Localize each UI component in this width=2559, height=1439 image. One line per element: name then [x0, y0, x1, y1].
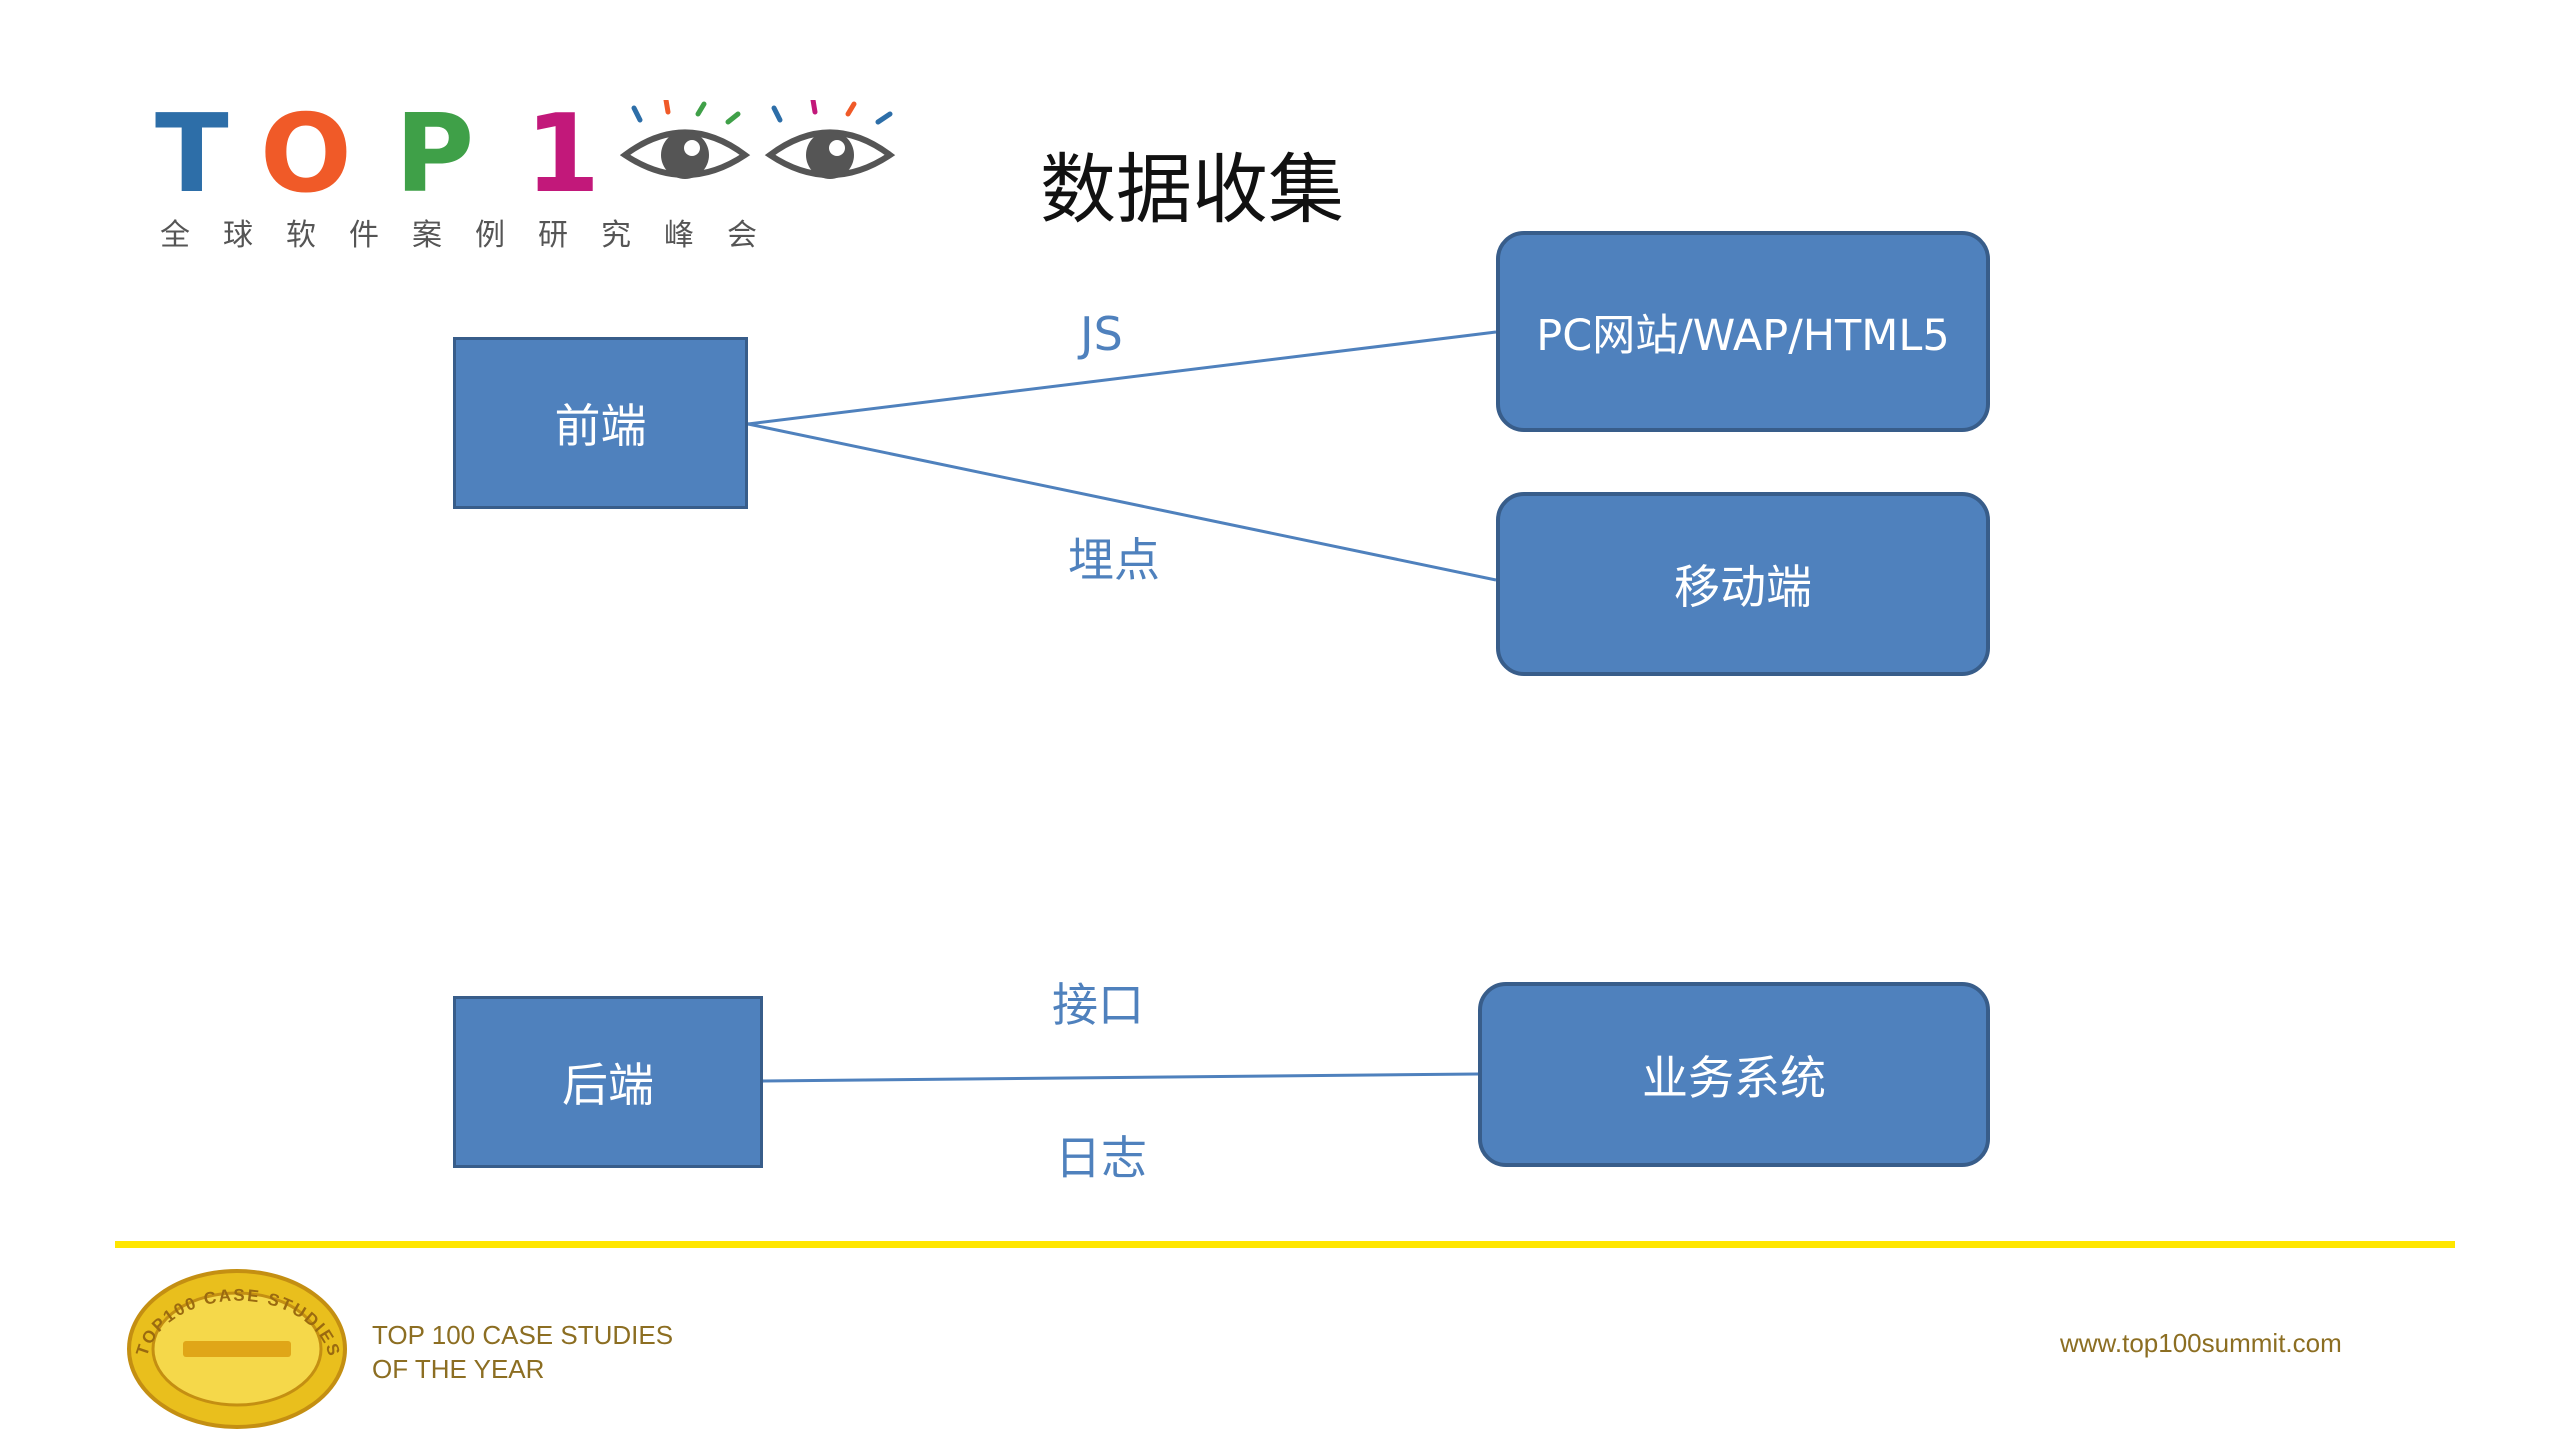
node-pc-web: PC网站/WAP/HTML5 — [1496, 231, 1990, 432]
logo-letter-p: P — [395, 92, 474, 217]
edge-label-tracking: 埋点 — [1068, 533, 1160, 587]
logo-subtitle: 全球软件案例研究峰会 — [160, 218, 790, 253]
footer-divider — [115, 1241, 2455, 1248]
edge-label-log: 日志 — [1055, 1131, 1147, 1185]
node-business-system: 业务系统 — [1478, 982, 1990, 1167]
arrow-tracking — [748, 424, 1497, 582]
node-backend: 后端 — [453, 996, 763, 1168]
logo-letter-o: O — [260, 92, 352, 217]
logo-letter-1: 1 — [525, 92, 600, 217]
edge-label-js: JS — [1080, 307, 1123, 361]
arrow-interface-log — [763, 1074, 1479, 1081]
top100-logo: T O P 1 — [155, 100, 625, 210]
slide-title: 数据收集 — [1040, 145, 1344, 234]
footer-url[interactable]: www.top100summit.com — [2060, 1328, 2342, 1358]
logo-letter-t: T — [155, 92, 229, 217]
node-frontend: 前端 — [453, 337, 748, 509]
footer-tagline-line2: OF THE YEAR — [372, 1354, 545, 1384]
footer-tagline-line1: TOP 100 CASE STUDIES — [372, 1320, 674, 1350]
node-mobile: 移动端 — [1496, 492, 1990, 676]
logo-eyes-icon — [620, 100, 896, 179]
edge-label-interface: 接口 — [1052, 978, 1144, 1032]
arrow-js — [748, 330, 1497, 424]
case-studies-badge-icon: TOP100 CASE STUDIES IN IT — [125, 1265, 347, 1429]
